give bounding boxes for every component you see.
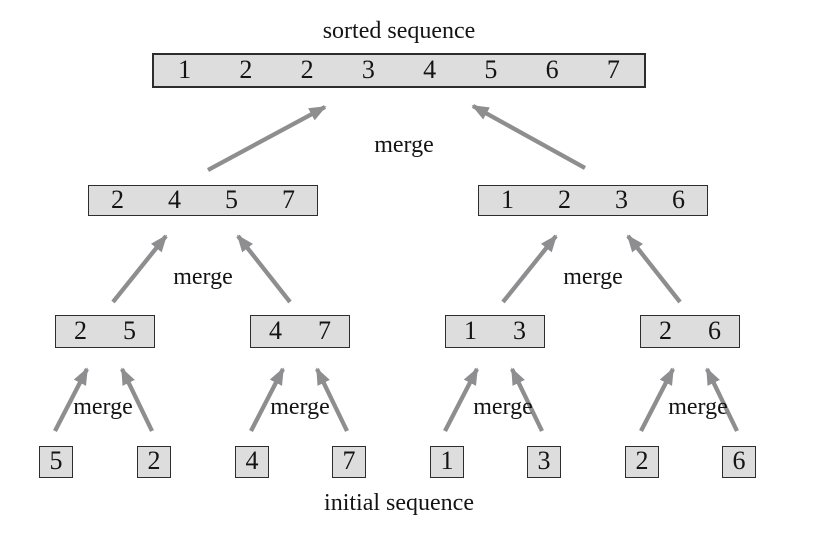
merge-label-pair-1: merge (73, 394, 133, 420)
initial-sequence-label: initial sequence (324, 490, 474, 516)
cell-value: 3 (513, 315, 526, 345)
pair-box-2: 4 7 (250, 315, 350, 348)
merge-label-pair-3: merge (473, 394, 533, 420)
cell-value: 2 (300, 54, 314, 84)
merge-arrow (443, 367, 479, 432)
cell-value: 4 (269, 315, 282, 345)
merge-label-pair-2: merge (270, 394, 330, 420)
cell-value: 3 (537, 446, 551, 475)
half-box-right: 1 2 3 6 (478, 185, 708, 216)
unit-box-7: 2 (625, 446, 659, 478)
merge-arrow (111, 234, 168, 304)
pair-box-4: 2 6 (640, 315, 740, 348)
cell-value: 2 (558, 184, 571, 214)
merge-arrow (501, 234, 558, 304)
cell-value: 2 (147, 446, 161, 475)
unit-box-5: 1 (430, 446, 464, 478)
cell-value: 3 (361, 54, 375, 84)
cell-value: 6 (708, 315, 721, 345)
half-box-left: 2 4 5 7 (88, 185, 318, 216)
cell-value: 2 (635, 446, 649, 475)
merge-arrow (471, 104, 587, 170)
cell-value: 1 (464, 315, 477, 345)
unit-box-4: 7 (332, 446, 366, 478)
cell-value: 2 (74, 315, 87, 345)
cell-value: 2 (111, 184, 124, 214)
cell-value: 1 (178, 54, 192, 84)
cell-value: 5 (484, 54, 498, 84)
sorted-sequence-box: 1 2 2 3 4 5 6 7 (152, 53, 646, 88)
sorted-sequence-label: sorted sequence (322, 18, 476, 44)
cell-value: 1 (501, 184, 514, 214)
merge-label-pair-4: merge (668, 394, 728, 420)
unit-box-3: 4 (235, 446, 269, 478)
cell-value: 4 (423, 54, 437, 84)
unit-box-8: 6 (722, 446, 756, 478)
unit-box-2: 2 (137, 446, 171, 478)
merge-label-top: merge (374, 132, 434, 158)
cell-value: 6 (672, 184, 685, 214)
cell-value: 7 (318, 315, 331, 345)
cell-value: 7 (606, 54, 620, 84)
cell-value: 7 (342, 446, 356, 475)
cell-value: 5 (225, 184, 238, 214)
pair-box-1: 2 5 (55, 315, 155, 348)
cell-value: 5 (49, 446, 63, 475)
cell-value: 4 (168, 184, 181, 214)
cell-value: 7 (282, 184, 295, 214)
merge-arrow (626, 234, 682, 304)
cell-value: 6 (732, 446, 746, 475)
unit-box-6: 3 (527, 446, 561, 478)
merge-arrow (206, 105, 327, 172)
cell-value: 4 (245, 446, 259, 475)
cell-value: 1 (440, 446, 454, 475)
cell-value: 5 (123, 315, 136, 345)
cell-value: 2 (239, 54, 253, 84)
merge-label-left-half: merge (173, 264, 233, 290)
cell-value: 2 (659, 315, 672, 345)
merge-label-right-half: merge (563, 264, 623, 290)
cell-value: 3 (615, 184, 628, 214)
cell-value: 6 (545, 54, 559, 84)
pair-box-3: 1 3 (445, 315, 545, 348)
merge-arrow (236, 234, 292, 304)
unit-box-1: 5 (39, 446, 73, 478)
